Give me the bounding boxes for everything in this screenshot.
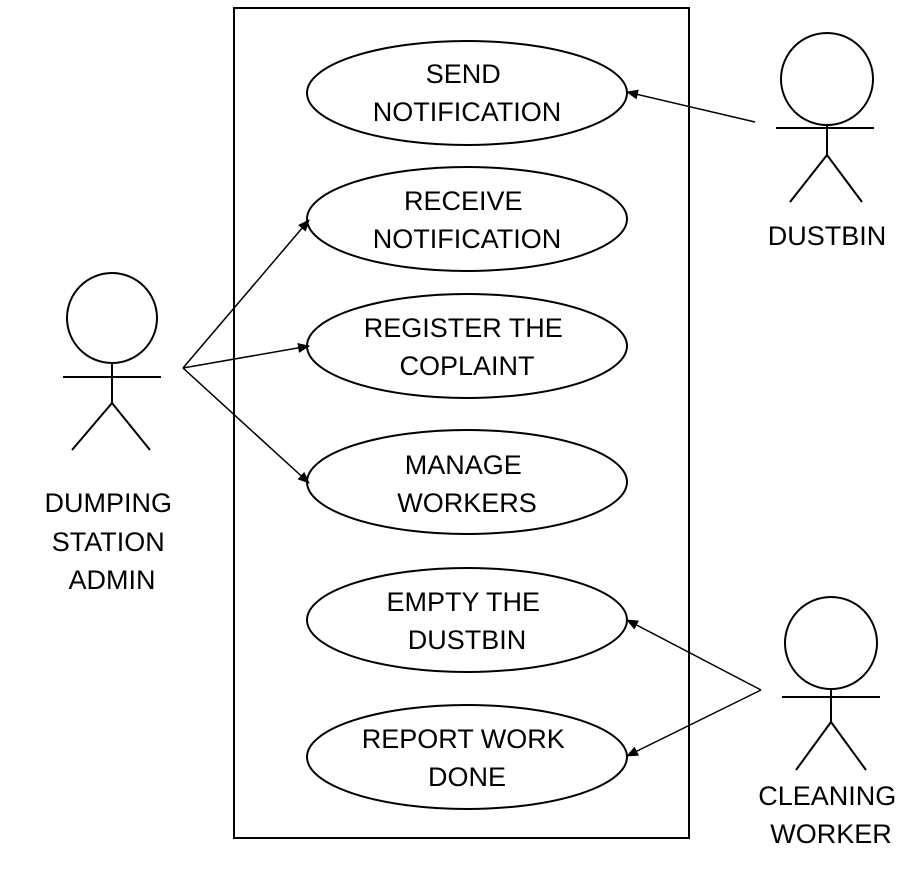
use-case-send-notification[interactable]: SEND NOTIFICATION — [306, 40, 628, 146]
association-arrow — [182, 342, 310, 369]
svg-text:EMPTY THE DUSTBIN: EMPTY THE DUSTBIN — [386, 587, 547, 655]
use-case-label-line: COPLAINT — [399, 351, 534, 381]
use-case-label-line: WORKERS — [397, 488, 537, 518]
actor-label-line: ADMIN — [69, 565, 156, 595]
svg-text:RECEIVE NOTIFICATION: RECEIVE NOTIFICATION — [373, 186, 562, 254]
use-case-label-line: REGISTER THE — [364, 313, 563, 343]
actor-dustbin[interactable]: DUSTBIN — [768, 32, 887, 251]
use-case-receive-notification[interactable]: RECEIVE NOTIFICATION — [306, 166, 628, 272]
association-arrow — [626, 689, 762, 757]
svg-text:DUMPING STATION AD: DUMPING STATION ADMIN — [44, 488, 179, 595]
stick-figure-icon — [782, 596, 880, 771]
svg-text:SEND NOTIFICATION: SEND NOTIFICATION — [373, 59, 562, 127]
actor-label-line: CLEANING — [758, 781, 896, 811]
use-case-label-line: DUSTBIN — [408, 625, 527, 655]
use-case-ellipse — [306, 166, 628, 272]
use-case-label-line: MANAGE — [405, 450, 522, 480]
actor-label-line: DUMPING — [44, 488, 172, 518]
use-case-ellipse — [306, 40, 628, 146]
use-case-label-line: NOTIFICATION — [373, 224, 562, 254]
actor-label-line: STATION — [52, 527, 165, 557]
use-case-label-line: RECEIVE — [404, 186, 523, 216]
use-case-ellipse — [306, 567, 628, 673]
actor-cleaning-worker[interactable]: CLEANING WORKER — [758, 596, 904, 849]
use-case-label-line: NOTIFICATION — [373, 97, 562, 127]
use-case-register-complaint[interactable]: REGISTER THE COPLAINT — [306, 293, 628, 399]
use-case-label-line: SEND — [426, 59, 501, 89]
associations — [182, 89, 762, 757]
stick-figure-icon — [776, 32, 874, 203]
actor-label-line: DUSTBIN — [768, 221, 887, 251]
use-case-ellipse — [306, 293, 628, 399]
svg-text:DUSTBIN: DUSTBIN — [768, 221, 887, 251]
use-case-ellipse — [306, 429, 628, 535]
system-boundary — [233, 7, 690, 839]
actor-dumping-station-admin[interactable]: DUMPING STATION ADMIN — [44, 272, 179, 595]
actor-label-line: WORKER — [770, 819, 892, 849]
stick-figure-icon — [63, 272, 161, 451]
use-case-manage-workers[interactable]: MANAGE WORKERS — [306, 429, 628, 535]
use-case-ellipse — [306, 704, 628, 810]
use-case-label-line: REPORT WORK — [362, 724, 565, 754]
association-arrow — [182, 219, 310, 369]
use-case-label-line: DONE — [428, 762, 506, 792]
association-arrow — [182, 367, 310, 484]
svg-text:MANAGE WORKERS: MANAGE WORKERS — [397, 450, 537, 518]
svg-text:REGISTER THE COPLAINT: REGISTER THE COPLAINT — [364, 313, 571, 381]
svg-text:CLEANING WORKER: CLEANING WORKER — [758, 781, 904, 849]
use-case-label-line: EMPTY THE — [386, 587, 540, 617]
association-arrow — [626, 89, 756, 123]
use-case-empty-dustbin[interactable]: EMPTY THE DUSTBIN — [306, 567, 628, 673]
use-case-report-work-done[interactable]: REPORT WORK DONE — [306, 704, 628, 810]
association-arrow — [626, 619, 762, 691]
svg-text:REPORT WORK DONE: REPORT WORK DONE — [362, 724, 573, 792]
